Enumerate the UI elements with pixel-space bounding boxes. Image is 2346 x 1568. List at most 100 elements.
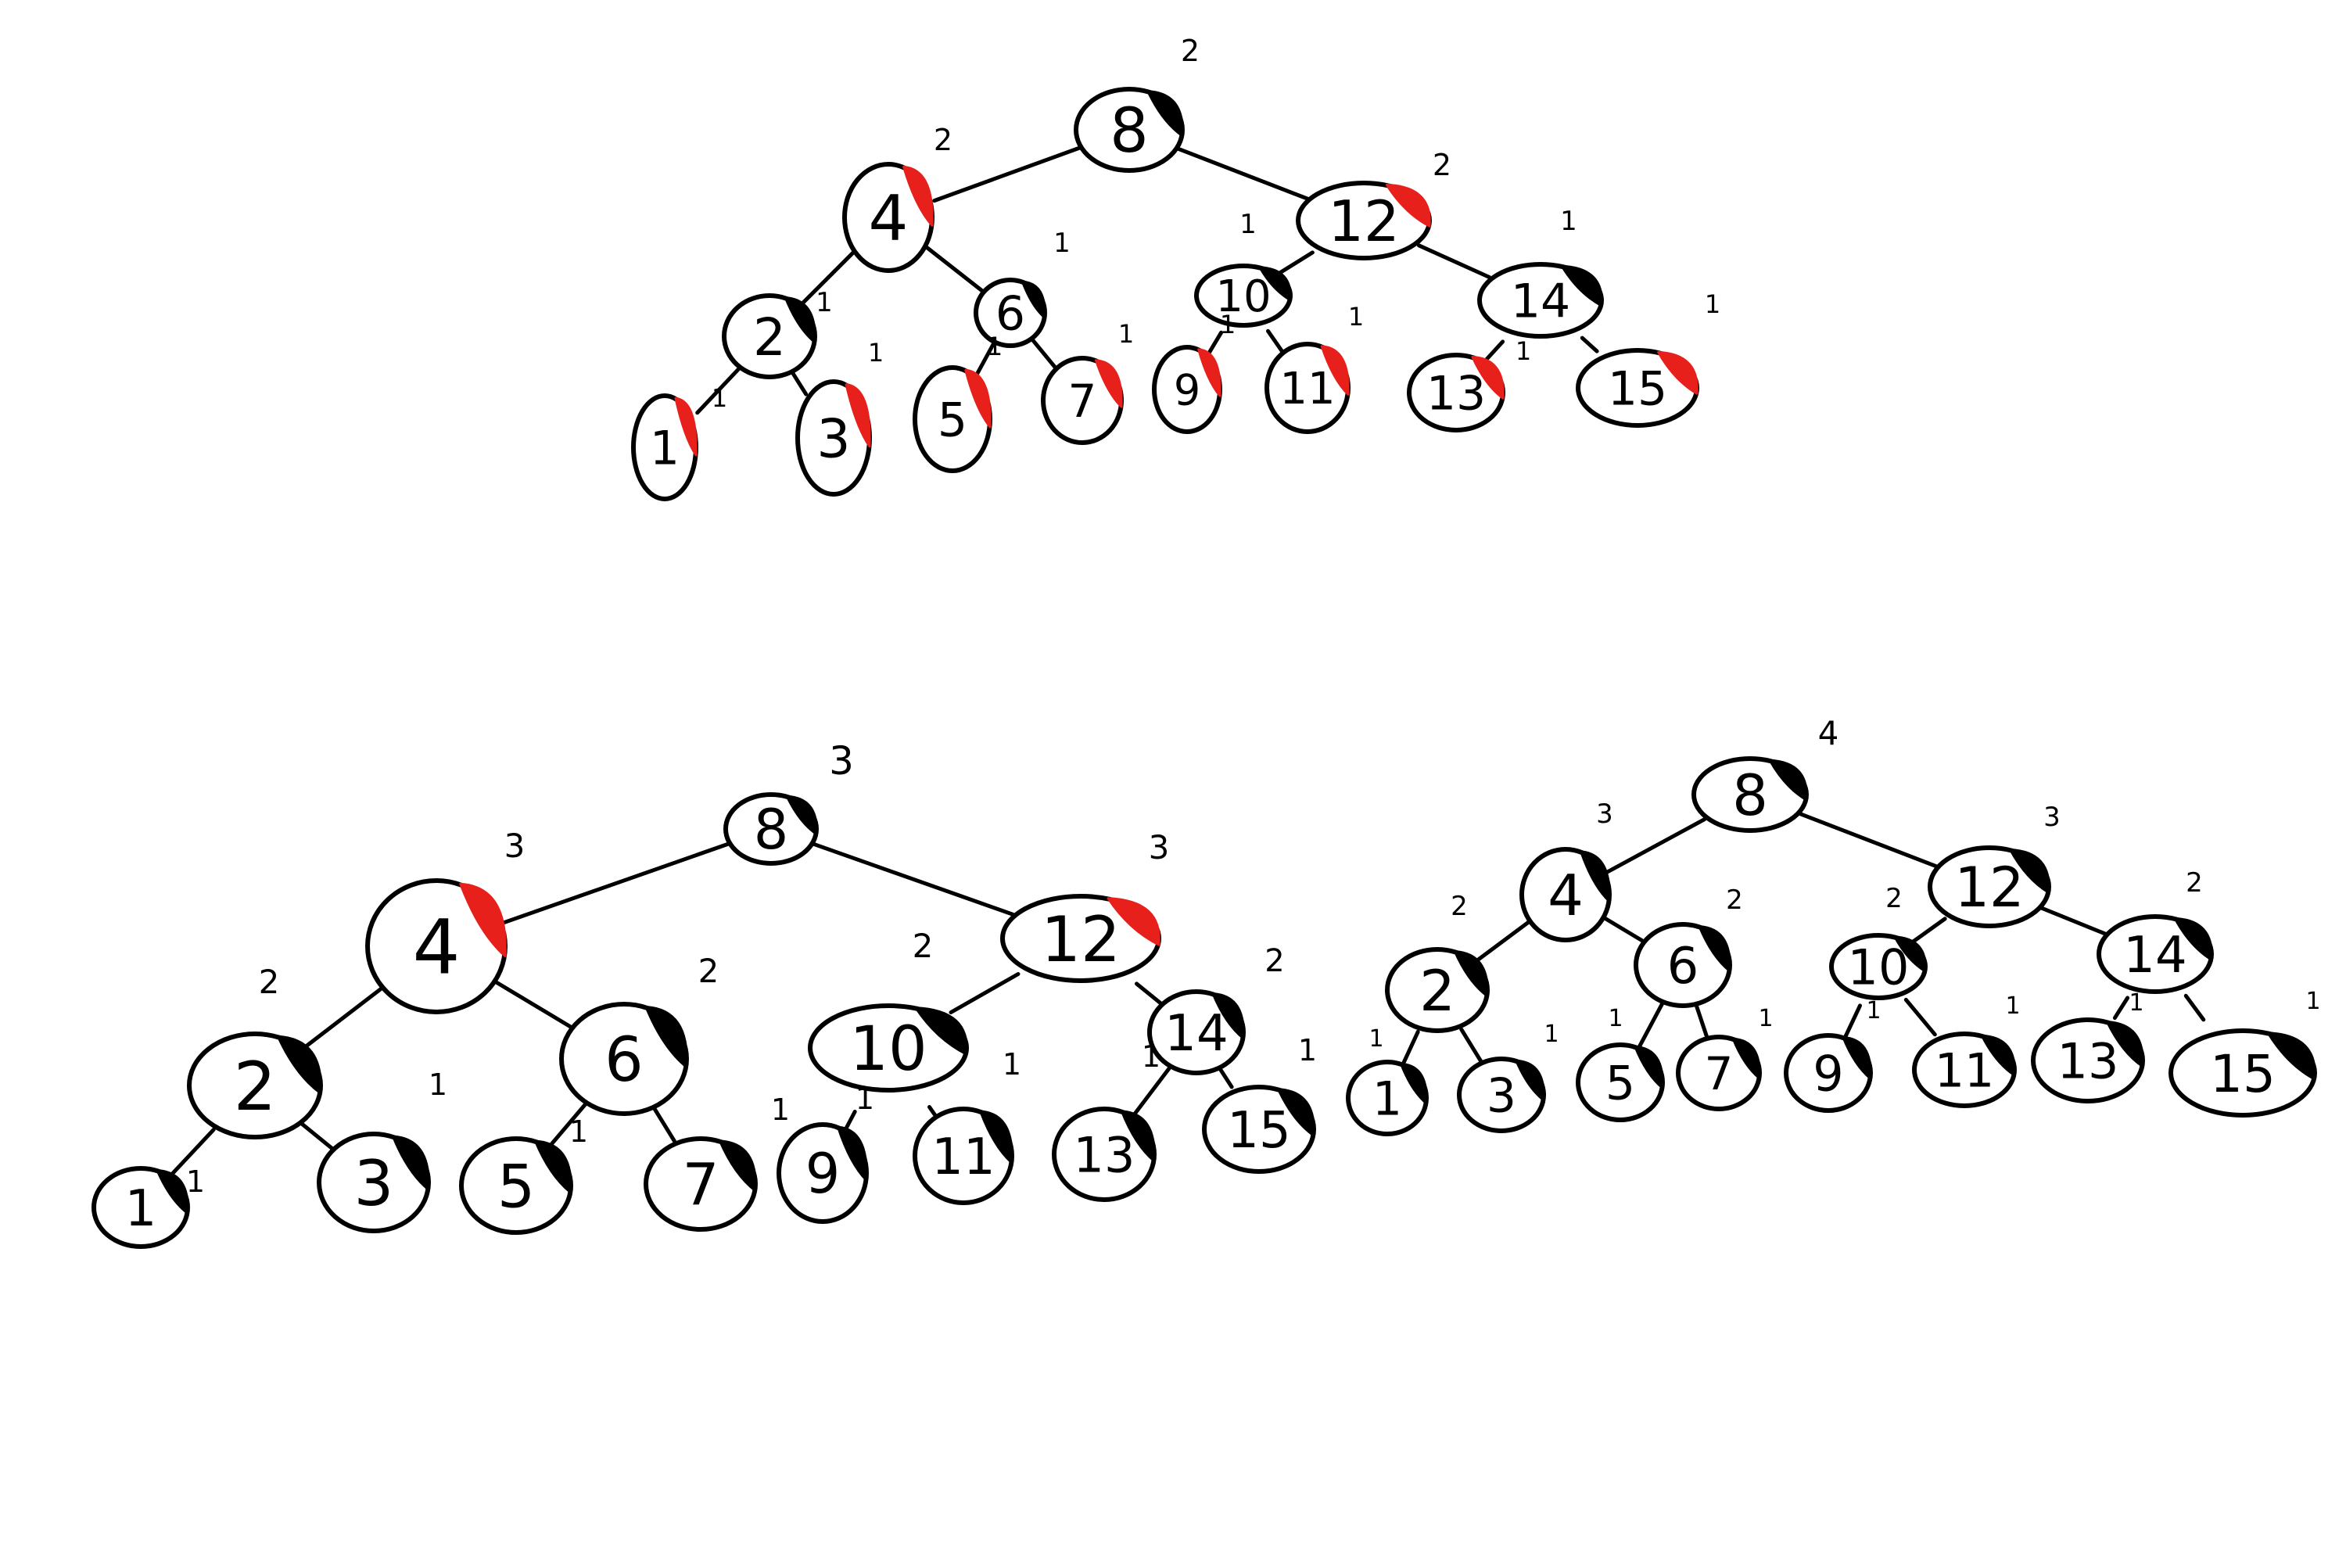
tree-node: 111 xyxy=(1912,992,2021,1108)
node-label: 5 xyxy=(497,1151,535,1221)
red-mark xyxy=(845,383,871,448)
tree-edge xyxy=(973,339,998,380)
tree-node: 141 xyxy=(1477,206,1604,339)
tree-node: 122 xyxy=(1296,148,1451,260)
height-label: 1 xyxy=(1220,310,1236,339)
black-mark xyxy=(1515,1059,1545,1102)
red-mark xyxy=(1657,350,1699,395)
tree-edge xyxy=(1172,145,1310,201)
height-label: 1 xyxy=(1608,1005,1623,1032)
node-label: 14 xyxy=(2123,927,2186,985)
black-mark xyxy=(1768,759,1808,802)
tree-node: 142 xyxy=(2097,867,2214,994)
node-label: 13 xyxy=(1426,367,1486,422)
height-label: 1 xyxy=(2129,989,2143,1017)
black-mark xyxy=(1731,1037,1761,1080)
tree-edge xyxy=(695,364,743,415)
height-label: 1 xyxy=(1348,302,1364,332)
node-label: 15 xyxy=(1608,362,1667,417)
height-label: 3 xyxy=(504,827,526,865)
black-mark xyxy=(1580,850,1611,903)
tree-edge xyxy=(1842,1003,1862,1040)
black-mark xyxy=(2009,849,2050,894)
black-mark xyxy=(1211,992,1245,1040)
node-label: 4 xyxy=(412,904,460,992)
tree-edge xyxy=(790,369,809,396)
height-label: 3 xyxy=(1149,828,1170,867)
height-label: 1 xyxy=(987,332,1003,361)
black-mark xyxy=(392,1135,430,1191)
tree-node: 51 xyxy=(459,1114,588,1235)
tree-edge xyxy=(797,249,856,309)
black-mark xyxy=(1453,950,1489,998)
tree-node: 71 xyxy=(1676,1005,1774,1111)
height-label: 2 xyxy=(259,963,280,1001)
tree-node: 151 xyxy=(2168,988,2321,1118)
tree-edge xyxy=(1218,1066,1234,1089)
height-label: 1 xyxy=(569,1114,588,1149)
node-label: 2 xyxy=(234,1048,277,1126)
height-label: 1 xyxy=(429,1067,447,1102)
tree-edge xyxy=(488,977,577,1032)
tree-edge xyxy=(2112,996,2130,1021)
red-mark xyxy=(1320,345,1350,396)
tree-node: 11 xyxy=(631,383,727,501)
tree-node: 151 xyxy=(1576,289,1720,428)
node-label: 1 xyxy=(1372,1072,1402,1127)
node-label: 10 xyxy=(849,1014,927,1085)
node-label: 4 xyxy=(869,182,909,255)
tree-node: 21 xyxy=(722,287,833,379)
tree-node: 62 xyxy=(559,952,719,1116)
height-label: 1 xyxy=(712,383,727,413)
black-mark xyxy=(534,1139,572,1194)
red-mark xyxy=(1107,897,1160,946)
node-label: 13 xyxy=(1074,1126,1135,1183)
node-label: 10 xyxy=(1215,271,1271,322)
black-mark xyxy=(1980,1034,2016,1077)
tree-node: 10 1 xyxy=(1194,209,1293,328)
black-mark xyxy=(837,1125,868,1182)
tree-edge xyxy=(1695,1003,1709,1040)
height-label: 1 xyxy=(1003,1047,1021,1082)
node-label: 5 xyxy=(938,393,967,448)
black-mark xyxy=(1021,280,1046,319)
node-label: 9 xyxy=(805,1142,841,1206)
tree-edge xyxy=(300,1121,337,1153)
red-mark xyxy=(674,396,698,457)
height-label: 1 xyxy=(186,1164,205,1199)
tree-node: 22 xyxy=(187,963,323,1139)
tree-node: 131 xyxy=(1407,336,1531,432)
tree-node: 151 xyxy=(1202,1033,1317,1174)
height-label: 1 xyxy=(1239,209,1257,240)
black-mark xyxy=(1842,1035,1872,1080)
red-mark xyxy=(1471,355,1505,400)
black-mark xyxy=(719,1139,757,1193)
tree-node: 102 xyxy=(808,927,969,1093)
black-mark xyxy=(1120,1110,1156,1163)
node-label: 6 xyxy=(995,287,1025,342)
node-label: 7 xyxy=(1068,375,1097,428)
tree-edge xyxy=(1459,1027,1483,1064)
tree-node: 42 xyxy=(842,123,952,273)
node-label: 5 xyxy=(1605,1057,1635,1111)
height-label: 1 xyxy=(1142,1039,1160,1074)
tree-edge xyxy=(1278,250,1315,275)
height-label: 2 xyxy=(1264,943,1284,979)
black-mark xyxy=(1258,266,1292,302)
tree-edge xyxy=(924,246,988,296)
tree-node: 84 xyxy=(1691,714,1838,833)
tree-edge xyxy=(168,1127,216,1179)
node-label: 15 xyxy=(1227,1102,1290,1160)
tree-node: 91 xyxy=(1152,310,1236,434)
node-label: 11 xyxy=(931,1128,995,1186)
tree-edge xyxy=(1472,917,1534,965)
tree-edge xyxy=(1580,335,1599,353)
tree-edge xyxy=(1600,817,1707,877)
node-label: 9 xyxy=(1174,365,1200,414)
height-label: 2 xyxy=(1885,883,1903,914)
node-label: 12 xyxy=(1954,856,2024,920)
height-label: 2 xyxy=(1433,148,1451,182)
